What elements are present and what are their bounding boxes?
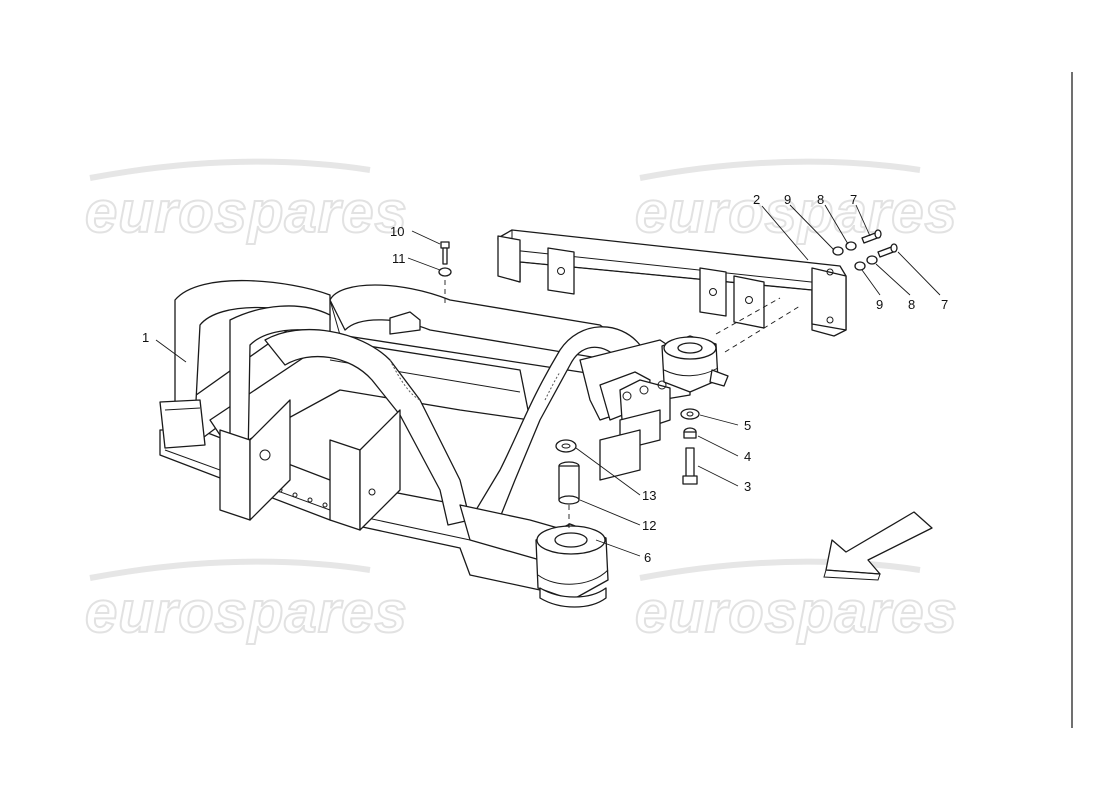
right-bushing-mount[interactable] (661, 335, 729, 393)
leader-lines (155, 204, 941, 557)
callout-5[interactable]: 5 (744, 418, 751, 433)
bolt-10[interactable] (440, 241, 450, 265)
callout-11[interactable]: 11 (392, 251, 406, 266)
callout-4[interactable]: 4 (744, 449, 751, 464)
callout-6[interactable]: 6 (644, 550, 651, 565)
washer-8-upper[interactable] (845, 241, 857, 251)
watermark-bottom-left: eurospares (85, 580, 408, 645)
callout-9-top[interactable]: 9 (784, 192, 791, 207)
watermark-top-left: eurospares (85, 180, 408, 245)
washer-5[interactable] (680, 408, 700, 420)
callout-8-bottom[interactable]: 8 (908, 297, 915, 312)
top-mount-bracket (389, 311, 421, 335)
nut-9-upper[interactable] (832, 246, 844, 256)
watermark-top-right: eurospares (635, 180, 958, 245)
washer-13[interactable] (555, 439, 577, 453)
callout-1[interactable]: 1 (142, 330, 149, 345)
washer-8-lower[interactable] (866, 255, 878, 265)
washer-11[interactable] (438, 267, 452, 277)
direction-arrow-icon (823, 511, 933, 581)
nut-9-lower[interactable] (854, 261, 866, 271)
callout-13[interactable]: 13 (642, 488, 656, 503)
callout-9-bottom[interactable]: 9 (876, 297, 883, 312)
callout-7-top[interactable]: 7 (850, 192, 857, 207)
callout-2[interactable]: 2 (753, 192, 760, 207)
callout-12[interactable]: 12 (642, 518, 656, 533)
front-bushing-mount[interactable] (535, 523, 609, 608)
watermark-group: eurospares eurospares eurospares eurospa… (84, 158, 958, 646)
bolt-7-upper[interactable] (861, 229, 882, 244)
bolt-3[interactable] (682, 447, 698, 485)
sleeve-12[interactable] (558, 461, 580, 505)
spacer-4[interactable] (683, 427, 697, 439)
rear-crossmember[interactable] (497, 229, 847, 353)
bolt-7-lower[interactable] (877, 243, 898, 258)
callout-7-bottom[interactable]: 7 (941, 297, 948, 312)
callout-8-top[interactable]: 8 (817, 192, 824, 207)
rear-subframe[interactable] (159, 279, 691, 591)
callout-3[interactable]: 3 (744, 479, 751, 494)
callout-10[interactable]: 10 (390, 224, 404, 239)
watermark-bottom-right: eurospares (635, 580, 958, 645)
callout-labels: 1 2 9 8 7 9 8 7 10 11 5 4 3 13 12 6 (142, 192, 948, 565)
